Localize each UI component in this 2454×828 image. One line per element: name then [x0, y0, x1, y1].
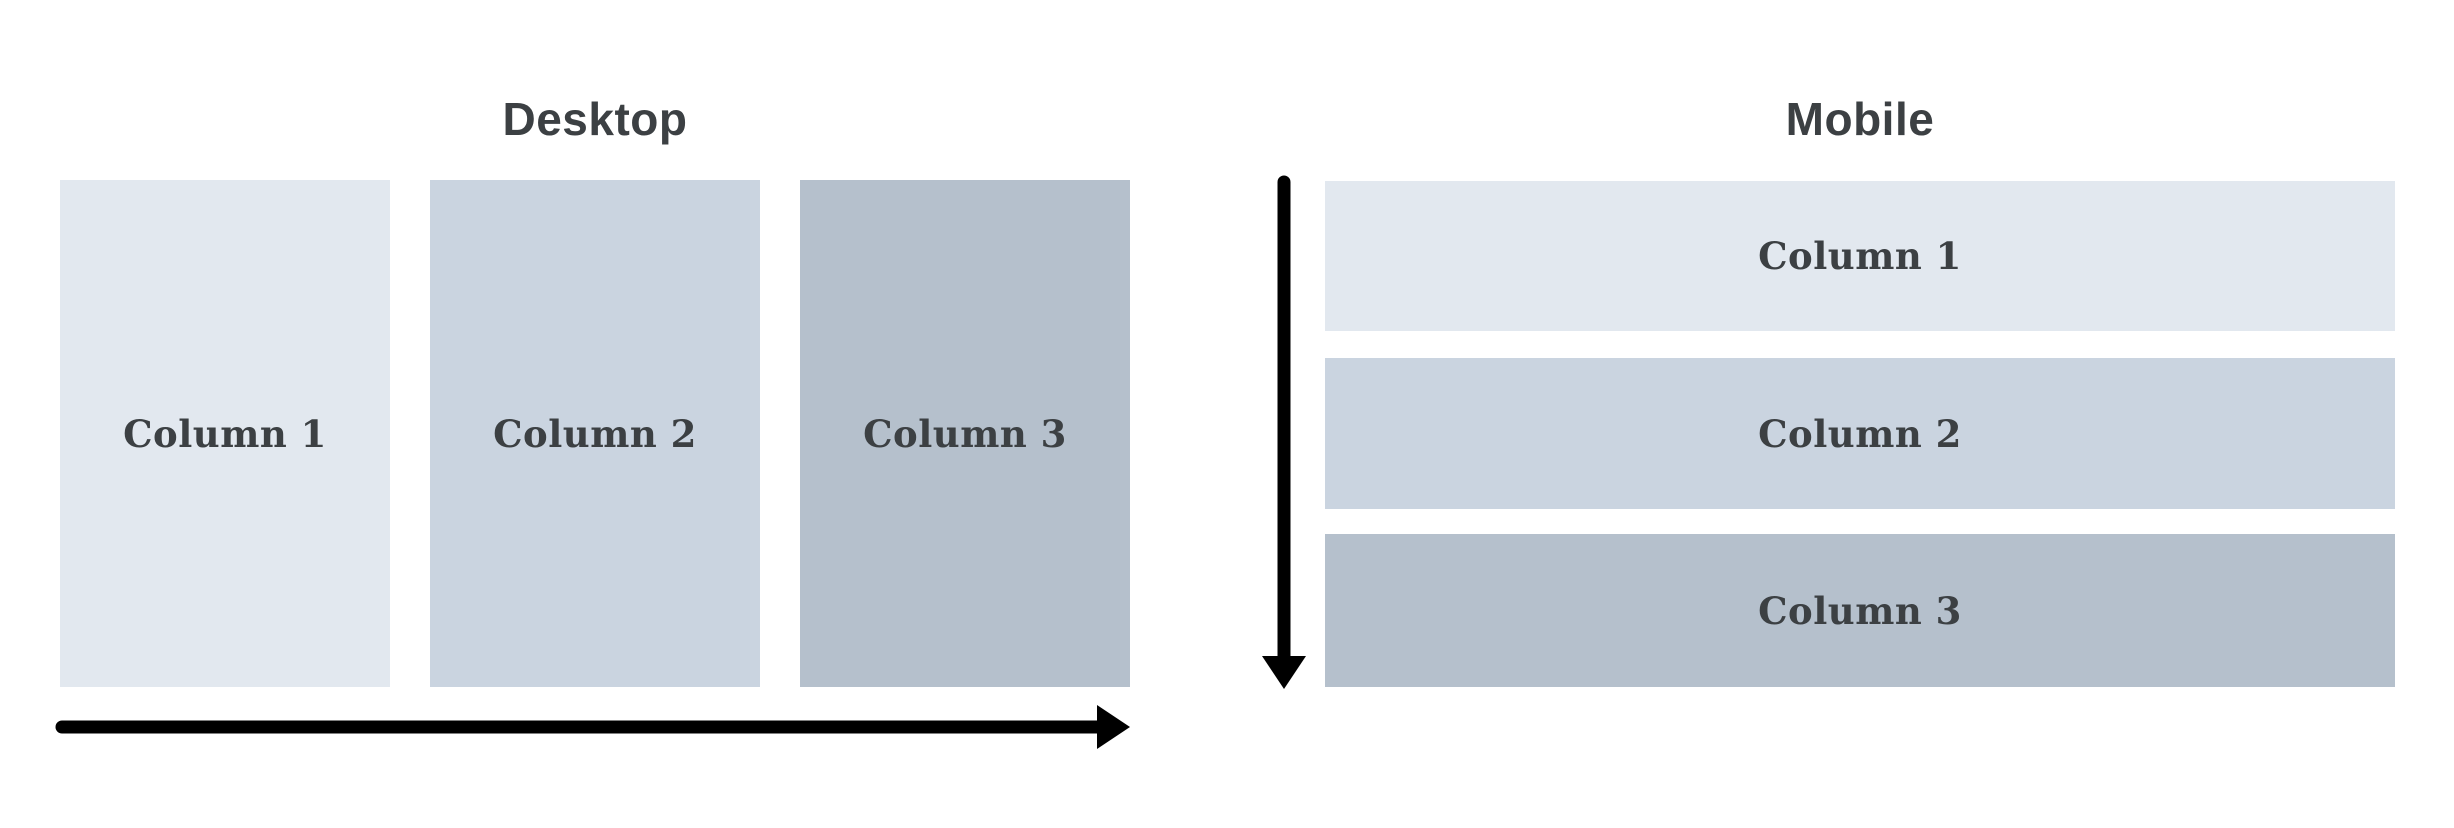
mobile-row-3-label: Column 3: [1758, 588, 1962, 633]
mobile-row-2-label: Column 2: [1758, 411, 1962, 456]
desktop-column-1-label: Column 1: [123, 411, 327, 456]
mobile-row-3: Column 3: [1325, 534, 2395, 687]
mobile-section-title: Mobile: [1785, 93, 1935, 145]
down-arrow-icon: [1262, 175, 1306, 689]
desktop-column-2: Column 2: [430, 180, 760, 687]
desktop-column-3-label: Column 3: [863, 411, 1067, 456]
mobile-row-2: Column 2: [1325, 358, 2395, 509]
mobile-row-1-label: Column 1: [1758, 234, 1962, 278]
desktop-column-2-label: Column 2: [493, 411, 697, 456]
desktop-column-3: Column 3: [800, 180, 1130, 687]
mobile-row-1: Column 1: [1325, 181, 2395, 331]
right-arrow-icon: [55, 705, 1130, 749]
desktop-column-1: Column 1: [60, 180, 390, 687]
desktop-section-title: Desktop: [502, 93, 688, 145]
